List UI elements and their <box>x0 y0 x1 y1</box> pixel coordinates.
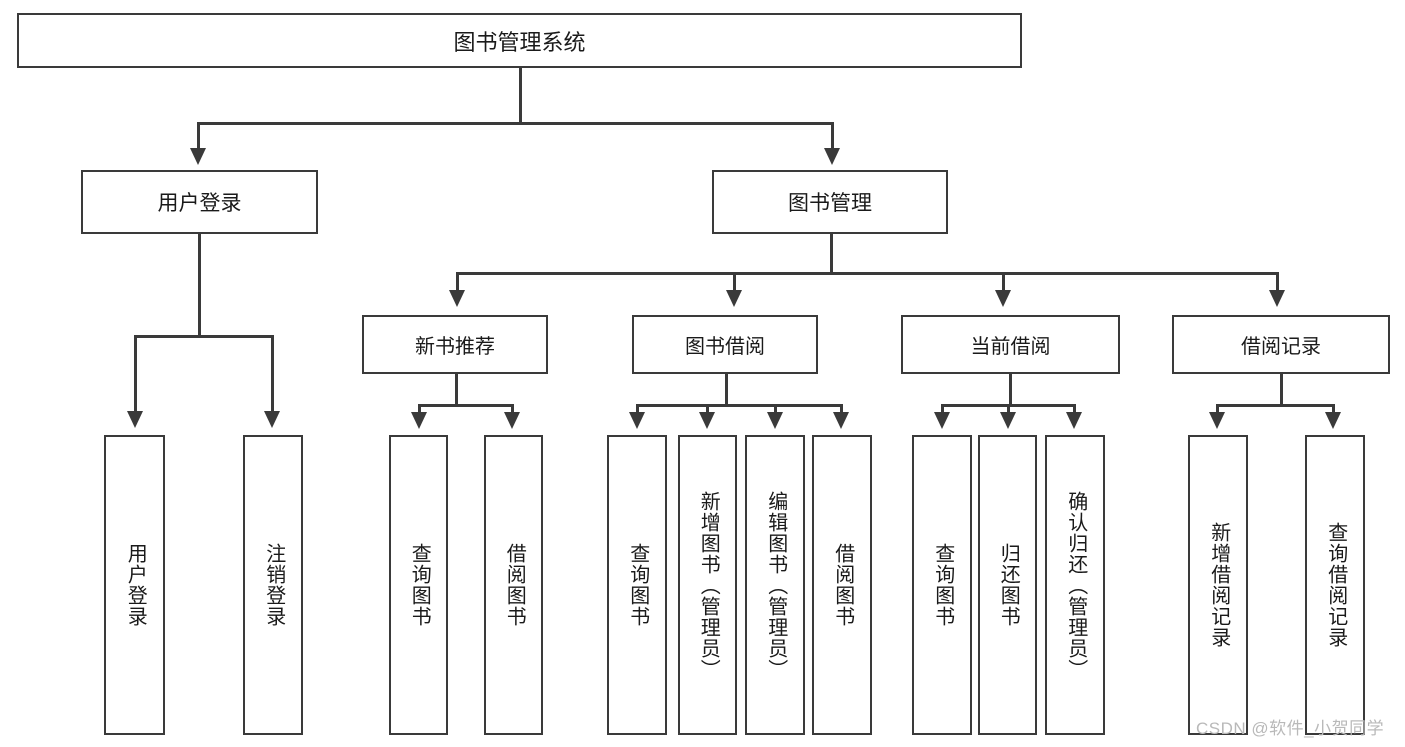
connector-book-borrow-c2 <box>706 404 709 414</box>
node-leaf-logout-label: 注销登录 <box>262 543 285 627</box>
connector-new-book-stem <box>455 374 458 406</box>
connector-new-book-bus <box>418 404 514 407</box>
node-leaf-add-borrow-record[interactable]: 新增借阅记录 <box>1188 435 1248 735</box>
connector-current-borrow-c1 <box>941 404 944 414</box>
node-leaf-add-book[interactable]: 新增图书（管理员） <box>678 435 737 735</box>
node-leaf-confirm-return-label: 确认归还（管理员） <box>1064 490 1087 680</box>
node-book-manage[interactable]: 图书管理 <box>712 170 948 234</box>
connector-book-manage-stem <box>830 234 833 274</box>
node-root-label: 图书管理系统 <box>453 29 586 55</box>
connector-root-stem <box>519 68 522 123</box>
connector-book-manage-c3 <box>1002 272 1005 292</box>
connector-new-book-c1 <box>418 404 421 414</box>
node-borrow-record[interactable]: 借阅记录 <box>1172 315 1390 374</box>
arrow-leaf-logout <box>264 411 280 428</box>
node-leaf-query-book-2[interactable]: 查询图书 <box>607 435 667 735</box>
connector-book-borrow-c4 <box>840 404 843 414</box>
node-leaf-query-book-3-label: 查询图书 <box>931 543 954 627</box>
arrow-to-book-manage <box>824 148 840 165</box>
arrow-leaf-return-book <box>1000 412 1016 429</box>
connector-book-manage-c2 <box>733 272 736 292</box>
arrow-new-book-recommend <box>449 290 465 307</box>
connector-current-borrow-stem <box>1009 374 1012 406</box>
connector-book-borrow-c1 <box>636 404 639 414</box>
connector-user-login-stem <box>198 234 201 336</box>
arrow-leaf-confirm-return <box>1066 412 1082 429</box>
arrow-leaf-add-book <box>699 412 715 429</box>
connector-book-manage-bus <box>456 272 1278 275</box>
node-user-login[interactable]: 用户登录 <box>81 170 318 234</box>
node-new-book-recommend-label: 新书推荐 <box>415 336 495 358</box>
connector-borrow-record-c2 <box>1332 404 1335 414</box>
connector-book-manage-c1 <box>456 272 459 292</box>
node-leaf-query-book-1-label: 查询图书 <box>408 543 431 627</box>
node-leaf-query-borrow-record[interactable]: 查询借阅记录 <box>1305 435 1365 735</box>
arrow-leaf-edit-book <box>767 412 783 429</box>
node-leaf-borrow-book-2[interactable]: 借阅图书 <box>812 435 872 735</box>
node-leaf-borrow-book-1-label: 借阅图书 <box>503 543 526 627</box>
connector-user-login-bus <box>134 335 272 338</box>
connector-new-book-c2 <box>511 404 514 414</box>
node-user-login-label: 用户登录 <box>157 192 242 215</box>
arrow-leaf-query-book-2 <box>629 412 645 429</box>
connector-user-login-child2 <box>271 335 274 413</box>
node-leaf-logout[interactable]: 注销登录 <box>243 435 303 735</box>
node-new-book-recommend[interactable]: 新书推荐 <box>362 315 548 374</box>
node-leaf-return-book[interactable]: 归还图书 <box>978 435 1037 735</box>
connector-borrow-record-stem <box>1280 374 1283 406</box>
node-leaf-borrow-book-1[interactable]: 借阅图书 <box>484 435 543 735</box>
arrow-leaf-query-borrow-record <box>1325 412 1341 429</box>
connector-to-user-login <box>197 122 200 150</box>
node-root[interactable]: 图书管理系统 <box>17 13 1022 68</box>
arrow-leaf-user-login <box>127 411 143 428</box>
connector-borrow-record-bus <box>1216 404 1335 407</box>
connector-root-bus <box>197 122 834 125</box>
connector-current-borrow-c2 <box>1007 404 1010 414</box>
arrow-leaf-borrow-book-2 <box>833 412 849 429</box>
connector-book-borrow-stem <box>725 374 728 406</box>
node-leaf-add-book-label: 新增图书（管理员） <box>697 490 720 680</box>
node-book-borrow[interactable]: 图书借阅 <box>632 315 818 374</box>
node-leaf-query-borrow-record-label: 查询借阅记录 <box>1324 522 1347 648</box>
connector-to-book-manage <box>831 122 834 150</box>
arrow-leaf-query-book-3 <box>934 412 950 429</box>
node-leaf-user-login[interactable]: 用户登录 <box>104 435 165 735</box>
node-current-borrow[interactable]: 当前借阅 <box>901 315 1120 374</box>
node-book-manage-label: 图书管理 <box>788 192 872 215</box>
node-leaf-add-borrow-record-label: 新增借阅记录 <box>1207 522 1230 648</box>
arrow-leaf-query-book-1 <box>411 412 427 429</box>
connector-book-borrow-bus <box>636 404 843 407</box>
arrow-to-user-login <box>190 148 206 165</box>
connector-user-login-child1 <box>134 335 137 413</box>
node-book-borrow-label: 图书借阅 <box>685 336 765 358</box>
node-leaf-query-book-2-label: 查询图书 <box>626 543 649 627</box>
csdn-watermark: CSDN @软件_小贺同学 <box>1196 719 1385 738</box>
arrow-leaf-add-borrow-record <box>1209 412 1225 429</box>
arrow-current-borrow <box>995 290 1011 307</box>
node-leaf-user-login-label: 用户登录 <box>124 543 147 627</box>
node-leaf-edit-book-label: 编辑图书（管理员） <box>764 490 787 680</box>
connector-book-borrow-c3 <box>774 404 777 414</box>
connector-book-manage-c4 <box>1276 272 1279 292</box>
connector-borrow-record-c1 <box>1216 404 1219 414</box>
arrow-book-borrow <box>726 290 742 307</box>
node-current-borrow-label: 当前借阅 <box>970 336 1051 358</box>
node-leaf-return-book-label: 归还图书 <box>997 543 1020 627</box>
node-leaf-borrow-book-2-label: 借阅图书 <box>831 543 854 627</box>
arrow-leaf-borrow-book-1 <box>504 412 520 429</box>
node-leaf-query-book-3[interactable]: 查询图书 <box>912 435 972 735</box>
node-leaf-edit-book[interactable]: 编辑图书（管理员） <box>745 435 805 735</box>
node-borrow-record-label: 借阅记录 <box>1241 336 1321 358</box>
connector-current-borrow-c3 <box>1073 404 1076 414</box>
arrow-borrow-record <box>1269 290 1285 307</box>
node-leaf-query-book-1[interactable]: 查询图书 <box>389 435 448 735</box>
node-leaf-confirm-return[interactable]: 确认归还（管理员） <box>1045 435 1105 735</box>
